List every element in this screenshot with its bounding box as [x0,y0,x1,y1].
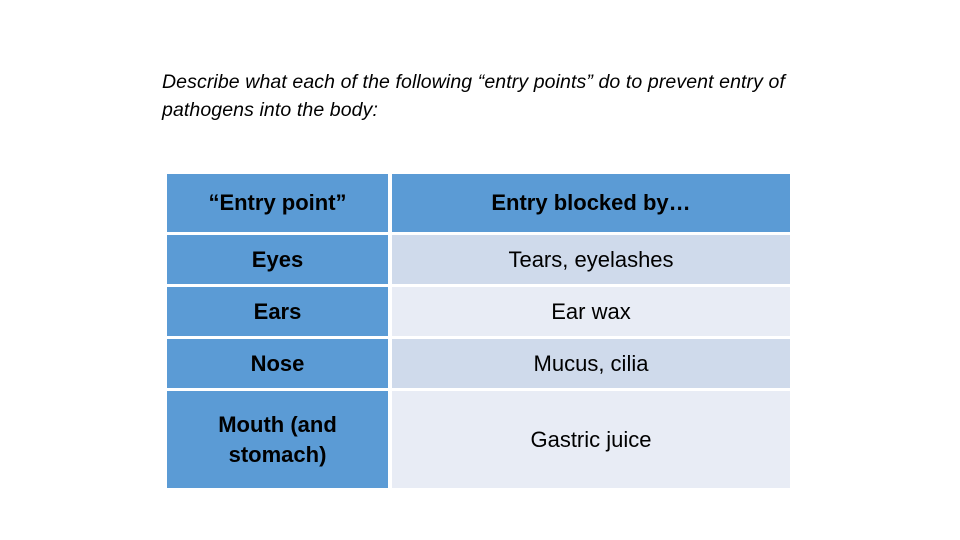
table-row: Eyes Tears, eyelashes [167,235,790,284]
cell-entry-point-ears: Ears [167,287,388,336]
cell-entry-point-nose: Nose [167,339,388,388]
header-cell-entry-blocked-by: Entry blocked by… [392,174,790,232]
column-gutter [388,287,392,336]
row-divider [167,232,790,235]
cell-blocked-by-ears: Ear wax [392,287,790,336]
column-gutter [388,174,392,232]
cell-blocked-by-mouth: Gastric juice [392,391,790,488]
row-divider [167,336,790,339]
row-divider [167,284,790,287]
table-row: Mouth (and stomach) Gastric juice [167,391,790,488]
table-header-row: “Entry point” Entry blocked by… [167,174,790,232]
row-divider [167,388,790,391]
column-gutter [388,235,392,284]
table-row: Ears Ear wax [167,287,790,336]
entry-points-table: “Entry point” Entry blocked by… Eyes Tea… [167,174,790,488]
cell-entry-point-eyes: Eyes [167,235,388,284]
column-gutter [388,391,392,488]
cell-blocked-by-eyes: Tears, eyelashes [392,235,790,284]
cell-blocked-by-nose: Mucus, cilia [392,339,790,388]
table-row: Nose Mucus, cilia [167,339,790,388]
prompt-text: Describe what each of the following “ent… [162,71,791,121]
column-gutter [388,339,392,388]
header-cell-entry-point: “Entry point” [167,174,388,232]
cell-entry-point-mouth: Mouth (and stomach) [167,391,388,488]
